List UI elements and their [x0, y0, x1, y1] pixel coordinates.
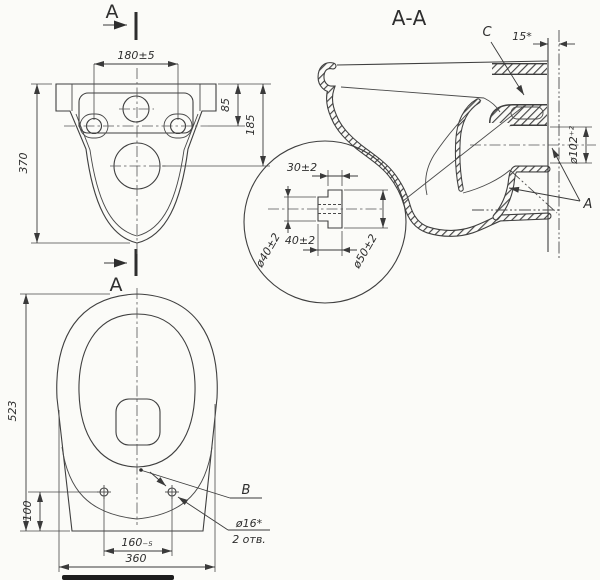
detail-view: 30±2 40±2 ø40±2 ø50±2: [243, 105, 525, 304]
surface-leader-2: [551, 147, 581, 202]
inlet-boss-section: [317, 189, 343, 229]
detail-connection-line: [402, 105, 525, 202]
section-letter-bottom: А: [110, 274, 123, 296]
detail-boundary-circle: [243, 140, 407, 304]
dim-text-mount-spacing: 180±5: [117, 49, 154, 62]
seat-hole-count-text: 2 отв.: [232, 533, 266, 546]
sump-interior-line: [425, 99, 482, 196]
section-title: А-А: [392, 6, 427, 30]
dim-text-outlet-offset: 185: [244, 115, 257, 136]
rear-mount-plate: [78, 92, 194, 134]
scan-artifact: [62, 575, 174, 580]
plan-sump-opening: [115, 398, 161, 446]
surface-leader-1: [508, 186, 581, 202]
dim-text-wall-gap: 15*: [512, 30, 532, 43]
shelf-line: [340, 86, 485, 99]
trap-dam-hatch: [455, 99, 480, 191]
plan-view: В ø16* 2 отв. 523 100 160₋₅ 360: [6, 288, 270, 572]
section-ceramic-walls: [317, 62, 552, 237]
section-cut-line-top: [134, 12, 138, 40]
section-view: А-А: [317, 6, 596, 258]
dim-text-outlet-diameter: ø102⁺²: [567, 125, 580, 165]
section-cut-line-bottom: [134, 249, 138, 276]
top-surface-line: [336, 60, 549, 66]
outer-wall-band: [317, 62, 552, 237]
section-letter-top: А: [106, 1, 119, 23]
dim-arrow: [285, 189, 291, 197]
dim-text-hole-offset: 85: [219, 98, 232, 112]
dim-text-neck-diameter: ø40±2: [253, 231, 283, 270]
flush-channel-opening: [510, 106, 544, 120]
rear-view: А А 180±5 370 85: [17, 1, 271, 296]
dim-arrow: [559, 41, 567, 47]
dim-text-seat-hole-diameter: ø16*: [235, 517, 263, 530]
hole-callout-leader-2: [149, 471, 167, 487]
dim-text-flange-diameter: ø50±2: [350, 232, 380, 271]
rear-body-outline: [55, 83, 217, 244]
bracket-phantom-incline: [510, 170, 558, 214]
surface-letter: А: [583, 197, 593, 212]
dim-text-hole-to-front: 100: [21, 501, 34, 522]
detail-callout-leader: [490, 41, 525, 96]
dim-arrow: [285, 221, 291, 229]
point-b-dot: [139, 468, 143, 472]
detail-callout-letter: С: [482, 25, 492, 40]
dim-arrow: [310, 247, 318, 253]
dim-arrow: [540, 41, 548, 47]
dim-arrow: [342, 173, 350, 179]
point-b-leader: [141, 470, 231, 499]
dim-arrow: [320, 173, 328, 179]
dim-text-hole-spacing: 160₋₅: [121, 536, 152, 549]
dim-text-overall-length: 523: [6, 401, 19, 422]
rear-inner-wall-line: [75, 113, 199, 237]
dim-arrow: [342, 247, 350, 253]
dim-text-neck-length: 30±2: [287, 161, 317, 174]
hole-callout-leader: [177, 496, 229, 531]
back-wall-hatch: [493, 166, 550, 220]
point-b-letter: В: [242, 483, 251, 498]
dim-text-total-length: 40±2: [285, 234, 315, 247]
channel-bottom-line: [462, 169, 511, 194]
outer-wall-hatch: [318, 63, 551, 236]
dim-text-height: 370: [17, 153, 30, 174]
dim-text-overall-width: 360: [126, 552, 147, 565]
trap-connect-line: [483, 97, 501, 113]
